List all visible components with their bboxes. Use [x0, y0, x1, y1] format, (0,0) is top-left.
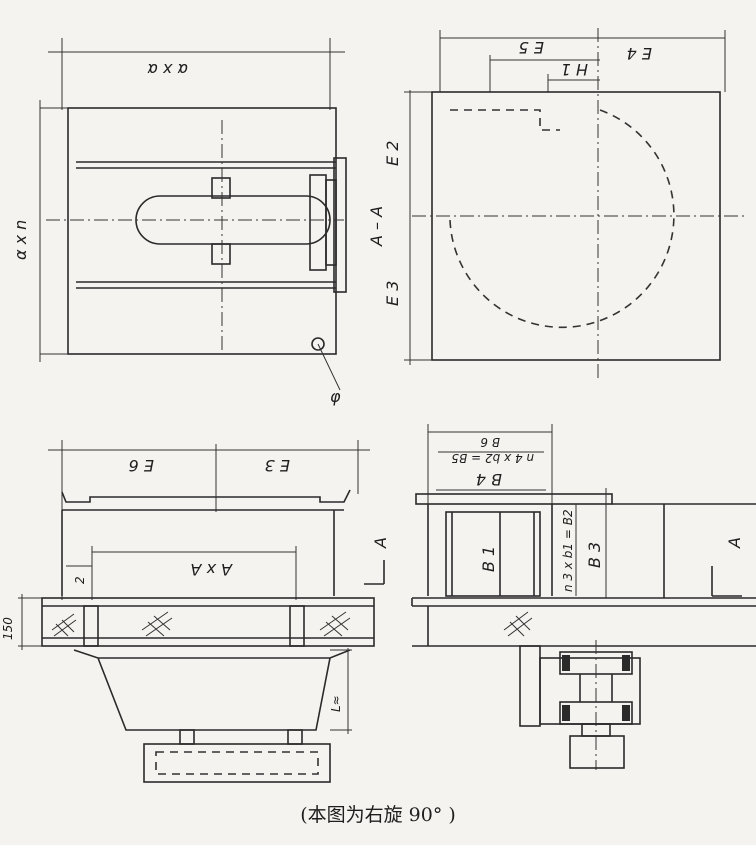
b3-label: B 3: [585, 542, 604, 568]
bottom-right-view: B 6 n 4 x b2 = B5 B 4 B 1 n 3 x b1 = B2 …: [411, 424, 756, 770]
phi-label: φ: [330, 387, 341, 406]
e3-left-label: E 3: [383, 281, 402, 306]
e2-label: E 2: [383, 141, 402, 166]
top-right-view: E 4 E 5 H 1 E 2 E 3 A – A: [367, 28, 745, 380]
bottom-left-view: E 6 E 3 A x A 2 150: [1, 440, 390, 783]
caption: (本图为右旋 90° ): [300, 804, 456, 826]
dim-width-label: α x α: [147, 60, 188, 79]
dim-150-label: 150: [1, 617, 15, 640]
top-left-view: α x α α x n φ: [11, 38, 347, 406]
e6-label: E 6: [129, 456, 154, 475]
e4-label: E 4: [627, 44, 652, 63]
e5-label: E 5: [519, 38, 544, 57]
hatch-marks-right: [503, 611, 533, 637]
dim-height-label: α x n: [11, 220, 30, 260]
axa-label: A x A: [190, 560, 233, 579]
n4xb2-label: n 4 x b2 = B5: [451, 451, 534, 465]
n3xb1-label: n 3 x b1 = B2: [561, 509, 575, 592]
arrow-a-left-label: A: [371, 537, 390, 549]
b4-label: B 4: [476, 470, 502, 489]
e3-bottom-label: E 3: [265, 456, 290, 475]
hatch-marks-left: [51, 611, 351, 637]
section-aa-label: A – A: [367, 206, 386, 247]
b1-label: B 1: [479, 546, 498, 572]
dim-2-label: 2: [73, 576, 87, 584]
dim-l-label: L≈: [329, 695, 343, 712]
h1-label: H 1: [561, 60, 588, 79]
arrow-a-right-label: A: [725, 537, 744, 549]
b6-label: B 6: [480, 435, 500, 449]
